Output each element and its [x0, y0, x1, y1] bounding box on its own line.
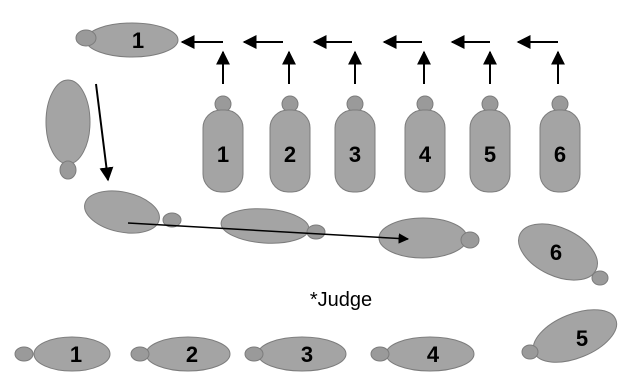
bottom-cow-4-label: 4	[427, 342, 440, 367]
standing-cow-1: 1	[202, 95, 244, 193]
pulled-cow-6: 6	[518, 223, 609, 286]
standing-cow-3-label: 3	[349, 142, 361, 167]
judge-label: *Judge	[310, 289, 372, 311]
bottom-row: 1 2 3 4	[14, 336, 475, 372]
standing-row: 1 2 3 4 5 6	[202, 95, 581, 193]
pulled-cow-5-label: 5	[576, 326, 588, 351]
walk-arrow	[127, 222, 410, 244]
bottom-cow-4: 4	[370, 336, 475, 372]
walking-cow-1	[84, 190, 182, 234]
walking-row	[84, 190, 480, 259]
standing-cow-5: 5	[469, 95, 511, 193]
pulled-cow-6-label: 6	[550, 240, 562, 265]
bottom-cow-2: 2	[130, 336, 231, 372]
standing-cow-2: 2	[269, 95, 311, 193]
down-arrow	[95, 83, 114, 182]
cow-top-left-label: 1	[132, 28, 144, 53]
bottom-cow-3: 3	[244, 336, 347, 372]
walking-cow-3	[378, 217, 480, 259]
up-arrows	[216, 50, 565, 84]
standing-cow-2-label: 2	[284, 142, 296, 167]
standing-cow-3: 3	[334, 95, 376, 193]
standing-cow-1-label: 1	[217, 142, 229, 167]
pulled-cow-5: 5	[521, 309, 618, 363]
cow-left-vertical	[45, 79, 91, 180]
walking-cow-2	[220, 208, 326, 244]
standing-cow-6-label: 6	[554, 142, 566, 167]
cow-top-left: 1	[75, 22, 179, 58]
standing-cow-4: 4	[404, 95, 446, 193]
bottom-cow-1-label: 1	[70, 342, 82, 367]
bottom-cow-3-label: 3	[301, 342, 313, 367]
standing-cow-5-label: 5	[484, 142, 496, 167]
standing-cow-4-label: 4	[419, 142, 432, 167]
bottom-cow-1: 1	[14, 336, 111, 372]
bottom-cow-2-label: 2	[186, 342, 198, 367]
standing-cow-6: 6	[539, 95, 581, 193]
